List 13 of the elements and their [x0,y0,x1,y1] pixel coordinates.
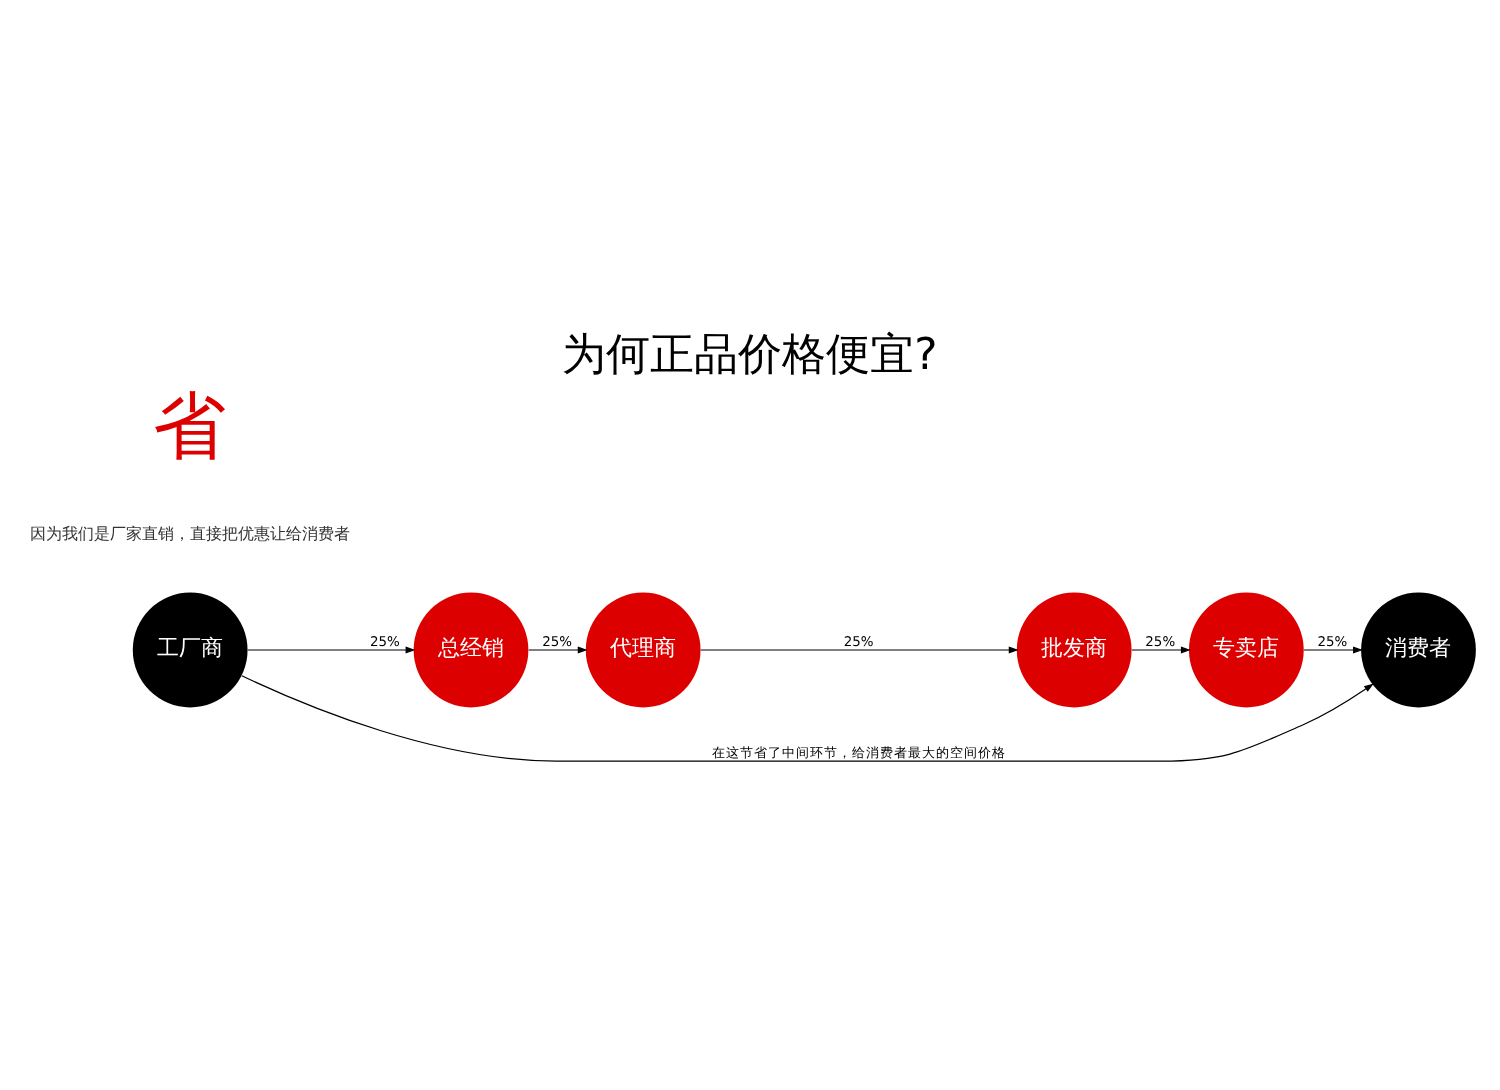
node-circle: 代理商 [585,592,701,708]
arrow [241,675,1374,762]
arrow [1131,646,1191,654]
arrow [528,646,588,654]
node-circle: 总经销 [413,592,529,708]
arrow [700,646,1019,654]
node-circle: 专卖店 [1188,592,1304,708]
node-circle: 工厂商 [132,592,248,708]
arrow [1303,646,1363,654]
node-circle: 批发商 [1016,592,1132,708]
diagram-title: 为何正品价格便宜? [562,330,938,381]
arrow [247,646,416,654]
label: 省 [153,382,228,469]
